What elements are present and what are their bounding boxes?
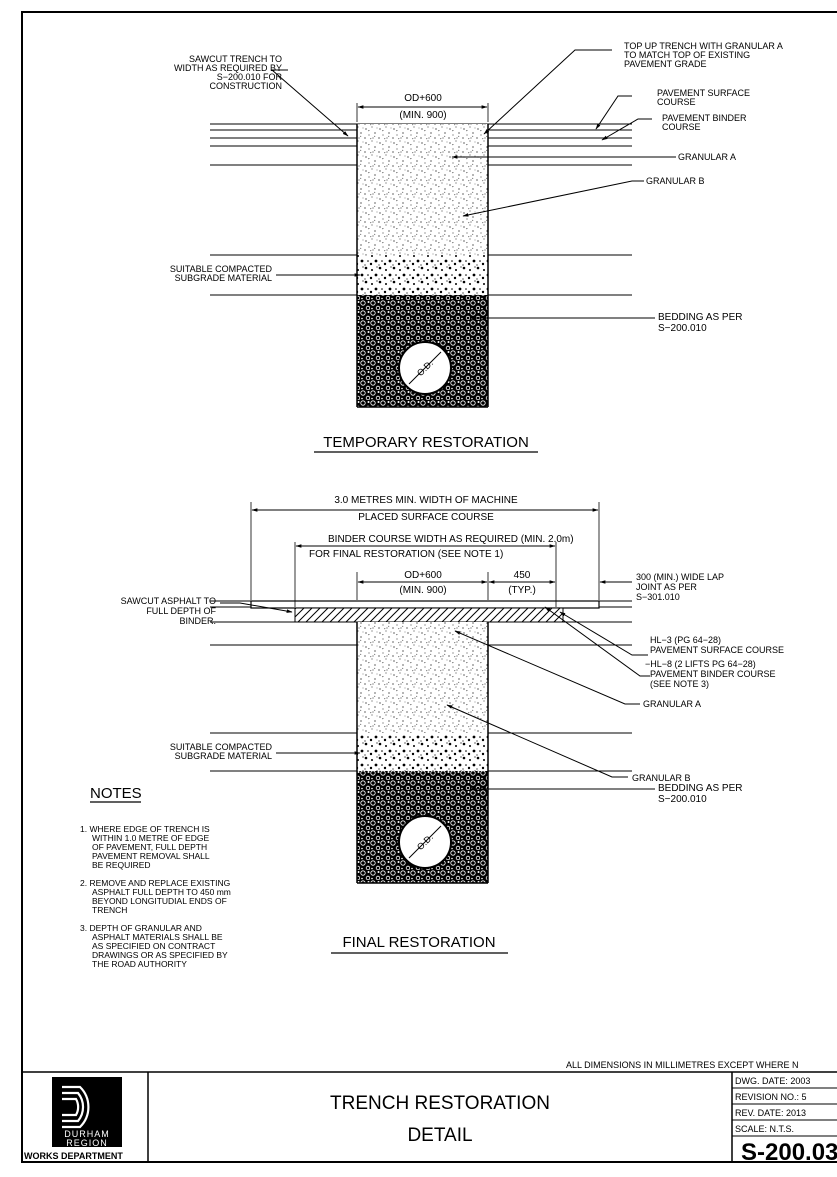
note-2-line-1: 2. REMOVE AND REPLACE EXISTING [80,878,230,888]
note-1-line-5: BE REQUIRED [92,860,151,870]
dimensions-note: ALL DIMENSIONS IN MILLIMETRES EXCEPT WHE… [566,1060,799,1070]
final-subgrade-layer [357,733,488,771]
final-hl8-label-3: (SEE NOTE 3) [650,679,709,689]
temporary-heading: TEMPORARY RESTORATION [323,434,529,451]
final-bedding-label-2: S−200.010 [658,794,707,805]
temp-sawcut-label-1: SAWCUT TRENCH TO [189,54,282,64]
note-3-line-2: ASPHALT MATERIALS SHALL BE [92,932,223,942]
surface-course [250,600,600,609]
temp-binder-label-2: COURSE [662,122,701,132]
logo-text-2: REGION [66,1138,108,1148]
title-block [22,1071,837,1162]
final-binder-width-2: FOR FINAL RESTORATION (SEE NOTE 1) [309,549,503,560]
final-heading: FINAL RESTORATION [342,934,495,951]
notes-heading: NOTES [90,785,142,802]
temp-surface-label-2: COURSE [657,97,696,107]
final-lap-label-1: 300 (MIN.) WIDE LAP [636,572,724,582]
final-sawcut-label-2: FULL DEPTH OF [146,606,216,616]
temp-subgrade-label-1: SUITABLE COMPACTED [170,264,273,274]
final-granular-a-label: GRANULAR A [643,699,701,709]
final-dim-min: (MIN. 900) [399,585,446,596]
temp-granular-a-label: GRANULAR A [678,152,736,162]
temp-sawcut-label-4: CONSTRUCTION [210,81,283,91]
temp-topup-label-2: TO MATCH TOP OF EXISTING [624,50,750,60]
temp-surface-label-1: PAVEMENT SURFACE [657,88,750,98]
note-1-line-4: PAVEMENT REMOVAL SHALL [92,851,210,861]
note-1-line-1: 1. WHERE EDGE OF TRENCH IS [80,824,210,834]
temp-binder-label-1: PAVEMENT BINDER [662,113,747,123]
temp-dim-od: OD+600 [404,93,442,104]
revision-date: REV. DATE: 2013 [735,1108,806,1118]
final-lap-label-3: S−301.010 [636,592,680,602]
temp-topup-label-3: PAVEMENT GRADE [624,59,707,69]
temp-bedding-label-2: S−200.010 [658,323,707,334]
note-3-line-1: 3. DEPTH OF GRANULAR AND [80,923,202,933]
drawing-title: TRENCH RESTORATION [330,1093,550,1114]
drawing-subtitle: DETAIL [407,1125,472,1146]
final-lap-label-2: JOINT AS PER [636,582,697,592]
final-restoration-detail [210,502,655,884]
subgrade-layer [357,255,488,295]
durham-logo [52,1077,122,1147]
note-2-line-4: TRENCH [92,905,127,915]
temp-dim-min: (MIN. 900) [399,110,446,121]
temporary-restoration-detail [210,49,676,408]
temp-topup-label-1: TOP UP TRENCH WITH GRANULAR A [624,41,783,51]
temp-sawcut-label-2: WIDTH AS REQUIRED BY [174,63,282,73]
notes-list: 1. WHERE EDGE OF TRENCH IS WITHIN 1.0 ME… [80,824,231,969]
note-1-line-3: OF PAVEMENT, FULL DEPTH [92,842,207,852]
logo-text-1: DURHAM [64,1129,110,1139]
note-3-line-4: DRAWINGS OR AS SPECIFIED BY [92,950,228,960]
final-dim-od: OD+600 [404,570,442,581]
note-2-line-2: ASPHALT FULL DEPTH TO 450 mm [92,887,231,897]
final-hl3-label-1: HL−3 (PG 64−28) [650,635,721,645]
final-width-label-1: 3.0 METRES MIN. WIDTH OF MACHINE [334,495,518,506]
department-label: WORKS DEPARTMENT [24,1151,123,1161]
temp-sawcut-label-3: S−200.010 FOR [217,72,283,82]
final-hl8-label-2: PAVEMENT BINDER COURSE [650,669,776,679]
final-subgrade-label-1: SUITABLE COMPACTED [170,742,273,752]
temp-granular-b-label: GRANULAR B [646,176,705,186]
note-1-line-2: WITHIN 1.0 METRE OF EDGE [92,833,209,843]
dwg-date: DWG. DATE: 2003 [735,1076,810,1086]
final-dim-typ: (TYP.) [508,585,536,596]
temp-subgrade-label-2: SUBGRADE MATERIAL [175,273,272,283]
note-2-line-3: BEYOND LONGITUDIAL ENDS OF [92,896,227,906]
revision-number: REVISION NO.: 5 [735,1092,807,1102]
temp-bedding-label-1: BEDDING AS PER [658,312,742,323]
scale-label: SCALE: N.T.S. [735,1124,794,1134]
note-3-line-3: AS SPECIFIED ON CONTRACT [92,941,215,951]
final-bedding-label-1: BEDDING AS PER [658,783,742,794]
binder-course [294,607,564,623]
final-dim-450: 450 [514,570,531,581]
final-granular-layers [357,622,488,733]
final-hl8-label-1: −HL−8 (2 LIFTS PG 64−28) [645,659,756,669]
note-3-line-5: THE ROAD AUTHORITY [92,959,187,969]
sheet-border [21,11,837,1163]
final-granular-b-label: GRANULAR B [632,773,691,783]
final-width-label-2: PLACED SURFACE COURSE [358,512,494,523]
final-binder-width-1: BINDER COURSE WIDTH AS REQUIRED (MIN. 2.… [328,534,574,545]
granular-layers [357,124,488,255]
final-sawcut-label-3: BINDER. [179,616,216,626]
drawing-number: S-200.03 [741,1139,837,1166]
final-sawcut-label-1: SAWCUT ASPHALT TO [121,596,216,606]
final-subgrade-label-2: SUBGRADE MATERIAL [175,751,272,761]
final-hl3-label-2: PAVEMENT SURFACE COURSE [650,645,784,655]
